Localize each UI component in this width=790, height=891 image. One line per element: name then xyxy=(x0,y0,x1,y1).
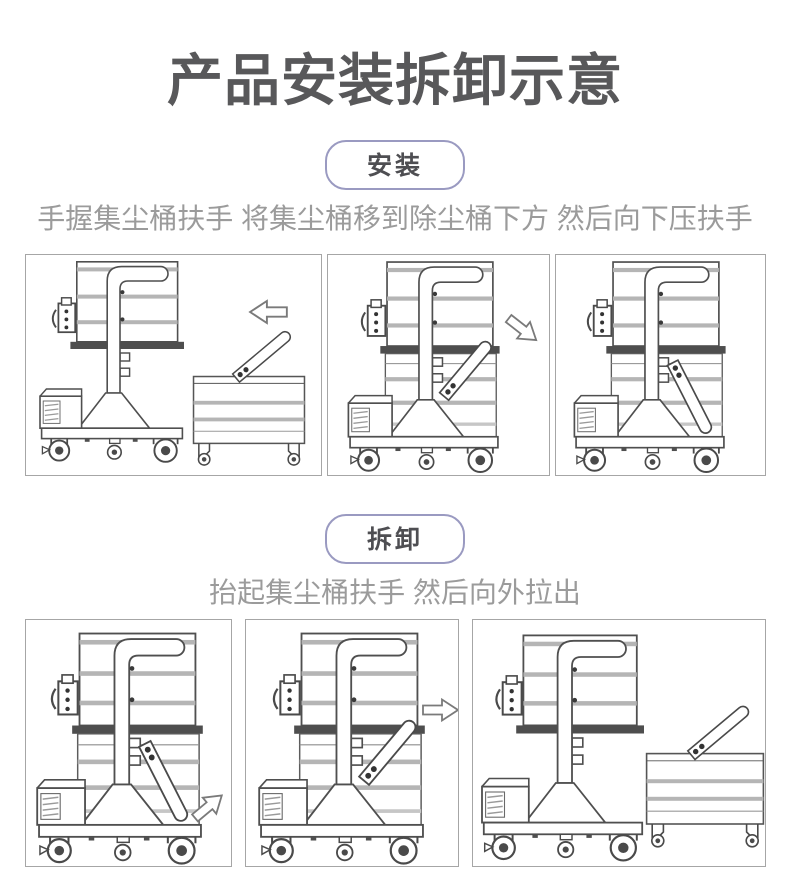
arrow-left-icon xyxy=(248,299,288,324)
instruction-page: 产品安装拆卸示意 安装 手握集尘桶扶手 将集尘桶移到除尘桶下方 然后向下压扶手 xyxy=(24,49,766,868)
install-section-badge: 安装 xyxy=(324,140,465,190)
install-step-2-panel xyxy=(326,253,550,476)
install-step-3-panel xyxy=(554,253,766,476)
arrow-down-right-icon xyxy=(500,308,544,349)
page-title: 产品安装拆卸示意 xyxy=(167,49,623,112)
dust-cart-illustration xyxy=(192,328,305,466)
install-illustration-strip xyxy=(24,253,766,476)
vacuum-machine-installed-illustration xyxy=(572,260,727,473)
remove-step-1-panel xyxy=(24,619,232,868)
vacuum-machine-illustration xyxy=(480,634,645,862)
dust-cart-illustration xyxy=(645,703,764,848)
remove-illustration-strip xyxy=(24,619,766,868)
remove-step-3-panel xyxy=(471,619,766,868)
remove-section-badge: 拆卸 xyxy=(324,513,465,564)
vacuum-machine-installed-illustration xyxy=(35,632,204,865)
remove-description: 抬起集尘桶扶手 然后向外拉出 xyxy=(209,576,581,608)
vacuum-machine-with-cart-illustration xyxy=(346,260,501,473)
install-description: 手握集尘桶扶手 将集尘桶移到除尘桶下方 然后向下压扶手 xyxy=(37,203,753,234)
remove-step-2-panel xyxy=(244,619,459,868)
install-step-1-panel xyxy=(24,253,322,476)
arrow-right-icon xyxy=(421,698,458,722)
vacuum-machine-illustration xyxy=(38,260,185,463)
vacuum-machine-lever-raised-illustration xyxy=(257,632,426,865)
